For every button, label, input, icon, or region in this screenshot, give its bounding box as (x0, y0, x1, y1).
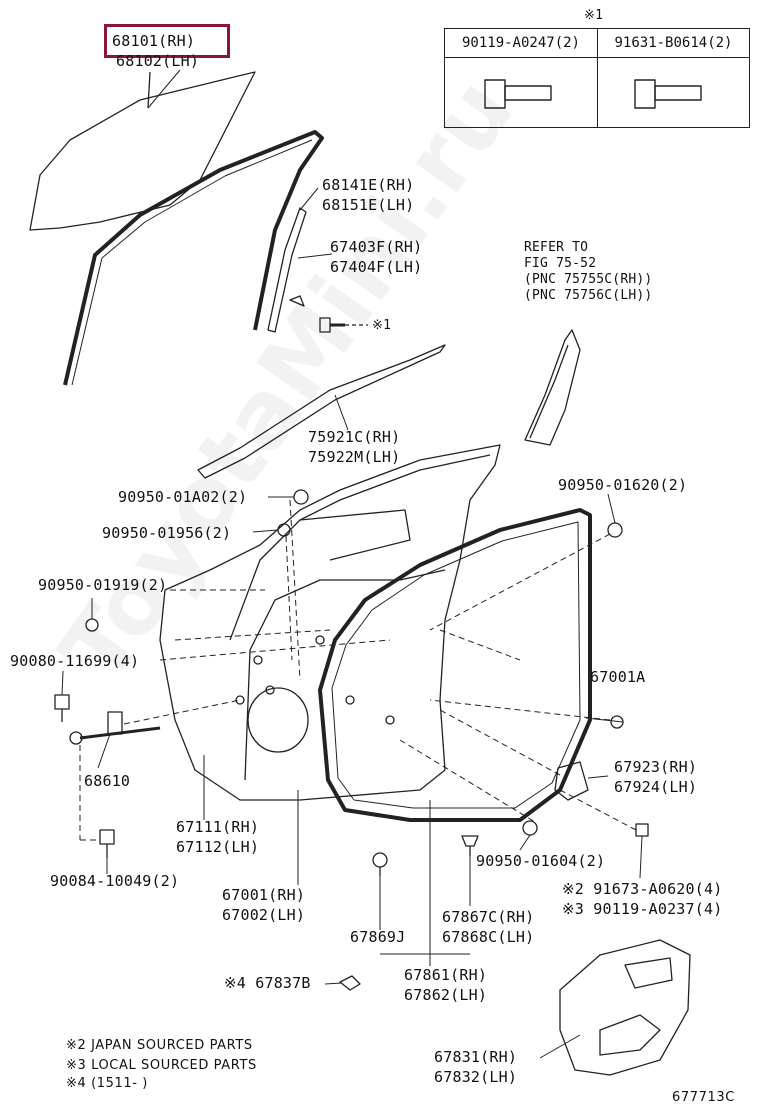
part-67112[interactable]: 67112(LH) (176, 838, 260, 856)
door-glass (29, 71, 256, 231)
clip-icon-67867 (461, 835, 479, 856)
table-header-b[interactable]: 91631-B0614(2) (598, 29, 749, 58)
bolt-icon (319, 317, 345, 333)
bolt-note: ※1 (372, 318, 392, 333)
refer-line-3[interactable]: (PNC 75755C(RH)) (524, 272, 653, 287)
garnish (524, 329, 581, 446)
refer-line-4[interactable]: (PNC 75756C(LH)) (524, 288, 653, 303)
part-67868c[interactable]: 67868C(LH) (442, 928, 535, 946)
table-bolt-icon-a0247 (484, 79, 552, 109)
bolt-table: 90119-A0247(2) 91631-B0614(2) (444, 28, 750, 128)
part-67924[interactable]: 67924(LH) (614, 778, 698, 796)
division-bar (267, 207, 307, 333)
part-68151e[interactable]: 68151E(LH) (322, 196, 415, 214)
part-90950-01604[interactable]: 90950-01604(2) (476, 852, 606, 870)
refer-line-1[interactable]: REFER TO (524, 240, 589, 255)
plug-icon-01956 (277, 523, 291, 537)
part-67403f[interactable]: 67403F(RH) (330, 238, 423, 256)
plug-icon-01919 (85, 618, 99, 632)
note-japan: ※2 JAPAN SOURCED PARTS (66, 1038, 253, 1053)
table-note: ※1 (584, 8, 604, 23)
bolt-icon-90084 (99, 829, 115, 858)
part-90080-11699[interactable]: 90080-11699(4) (10, 652, 140, 670)
table-divider (597, 29, 598, 127)
figure-number: 677713C (672, 1090, 735, 1105)
plug-icon-01a02 (293, 489, 309, 505)
part-67404f[interactable]: 67404F(LH) (330, 258, 423, 276)
part-67001[interactable]: 67001(RH) (222, 886, 306, 904)
part-90950-01919[interactable]: 90950-01919(2) (38, 576, 168, 594)
table-header-a[interactable]: 90119-A0247(2) (445, 29, 597, 58)
part-67923[interactable]: 67923(RH) (614, 758, 698, 776)
note-date: ※4 (1511- ) (66, 1076, 148, 1091)
door-panel (159, 444, 501, 801)
part-68101[interactable]: 68101(RH) (112, 32, 196, 50)
plug-icon-01604 (522, 820, 538, 836)
part-67831[interactable]: 67831(RH) (434, 1048, 518, 1066)
plug-icon-01620 (607, 522, 623, 538)
part-75922m[interactable]: 75922M(LH) (308, 448, 401, 466)
table-bolt-icon-b0614 (634, 79, 702, 109)
part-67869j[interactable]: 67869J (350, 928, 406, 946)
part-90950-01620[interactable]: 90950-01620(2) (558, 476, 688, 494)
part-68610[interactable]: 68610 (84, 772, 131, 790)
bolt-icon-90080 (54, 694, 70, 722)
part-67002[interactable]: 67002(LH) (222, 906, 306, 924)
belt-moulding (197, 344, 446, 479)
highlight-box (104, 24, 230, 58)
part-67867c[interactable]: 67867C(RH) (442, 908, 535, 926)
part-91673-a0620[interactable]: ※2 91673-A0620(4) (562, 880, 723, 898)
part-67111[interactable]: 67111(RH) (176, 818, 260, 836)
part-67861[interactable]: 67861(RH) (404, 966, 488, 984)
part-67001a[interactable]: 67001A (590, 668, 646, 686)
clip-icon-67869 (372, 852, 388, 876)
part-67832[interactable]: 67832(LH) (434, 1068, 518, 1086)
part-67837b[interactable]: ※4 67837B (224, 974, 311, 992)
clip-icon-67837 (339, 975, 361, 991)
note-local: ※3 LOCAL SOURCED PARTS (66, 1058, 257, 1073)
part-90084-10049[interactable]: 90084-10049(2) (50, 872, 180, 890)
part-75921c[interactable]: 75921C(RH) (308, 428, 401, 446)
retainer-67923 (554, 761, 589, 801)
service-hole-cover (559, 939, 691, 1076)
door-check (69, 711, 161, 745)
bolt-icon-91673 (635, 823, 649, 837)
part-90119-a0237[interactable]: ※3 90119-A0237(4) (562, 900, 723, 918)
weatherstrip (318, 508, 592, 822)
part-67862[interactable]: 67862(LH) (404, 986, 488, 1004)
part-90950-01a02[interactable]: 90950-01A02(2) (118, 488, 248, 506)
part-68141e[interactable]: 68141E(RH) (322, 176, 415, 194)
part-68102[interactable]: 68102(LH) (116, 52, 200, 70)
refer-line-2[interactable]: FIG 75-52 (524, 256, 597, 271)
part-90950-01956[interactable]: 90950-01956(2) (102, 524, 232, 542)
glass-run (63, 130, 324, 386)
